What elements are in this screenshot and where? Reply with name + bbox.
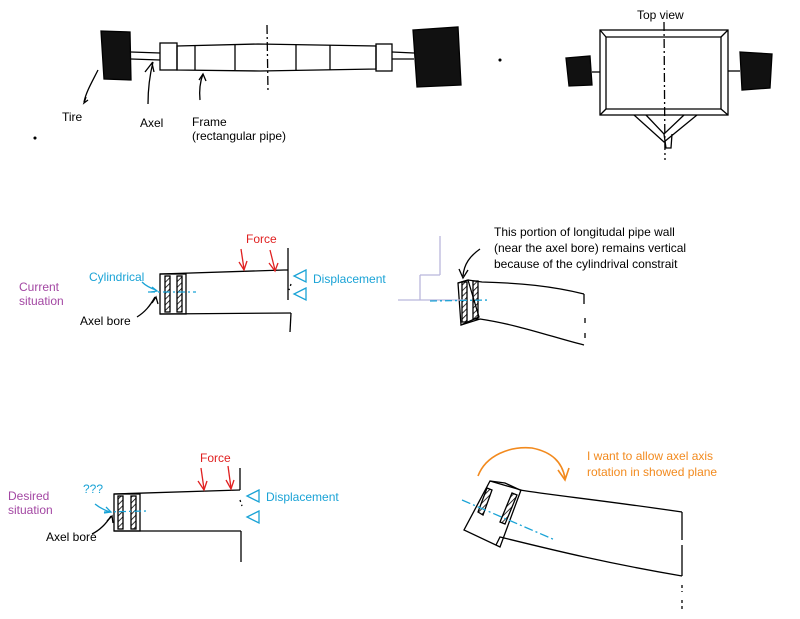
frame-label: Frame (rectangular pipe): [192, 115, 286, 143]
frame-label-line1: Frame: [192, 115, 227, 129]
right-tire: [412, 26, 462, 88]
current-situation-line2: situation: [19, 294, 64, 308]
tire-label: Tire: [62, 110, 83, 124]
desired-situation-sketch: [113, 468, 243, 562]
cylindrical-label: Cylindrical: [89, 270, 145, 284]
top-view-sketch: [565, 21, 773, 161]
desired-displacement-bottom: [245, 509, 260, 525]
desired-deformed-sketch: [463, 480, 683, 610]
displacement-marker-bottom: [292, 286, 307, 302]
current-axis: [141, 268, 307, 302]
frame-label-line2: (rectangular pipe): [192, 129, 287, 143]
rotation-arrow: [477, 446, 570, 482]
right-axel: [391, 51, 415, 60]
rotation-wish-line1: I want to allow axel axis: [587, 449, 714, 463]
lavender-reference: [398, 236, 465, 301]
top-view-right-wheel: [739, 51, 773, 91]
frame-pipe: [176, 43, 377, 72]
current-force-arrows: [238, 248, 279, 273]
rotation-wish-note: I want to allow axel axis rotation in sh…: [587, 448, 717, 480]
displacement-label-desired: Displacement: [266, 490, 339, 504]
left-axel: [130, 51, 161, 61]
axel-bore-label-current: Axel bore: [80, 314, 131, 328]
constraint-note-line1: This portion of longitudal pipe wall: [494, 225, 675, 239]
force-label-current: Force: [246, 232, 277, 246]
desired-situation-label: Desired situation: [8, 489, 53, 517]
top-view-left-wheel: [565, 55, 593, 87]
constraint-note: This portion of longitudal pipe wall (ne…: [494, 224, 686, 272]
unknown-constraint-label: ???: [83, 482, 104, 496]
right-hub: [375, 43, 393, 72]
constraint-note-line2: (near the axel bore) remains vertical: [494, 241, 687, 255]
current-situation-sketch: [159, 248, 292, 333]
constraint-note-line3: because of the cylindrival constrait: [494, 257, 678, 271]
rotation-wish-line2: rotation in showed plane: [587, 465, 718, 479]
left-tire: [100, 30, 132, 81]
axel-label: Axel: [140, 116, 164, 130]
top-view-label: Top view: [637, 8, 684, 22]
current-situation-label: Current situation: [19, 280, 64, 308]
axel-bore-label-desired: Axel bore: [46, 530, 97, 544]
symmetry-axis: [266, 24, 269, 93]
side-view-sketch: [33, 24, 502, 140]
desired-axis: [94, 488, 260, 525]
displacement-marker-top: [292, 268, 307, 284]
desired-situation-line1: Desired: [8, 489, 50, 503]
left-hub: [159, 42, 178, 71]
displacement-label-current: Displacement: [313, 272, 386, 286]
desired-displacement-top: [245, 488, 260, 504]
current-situation-line1: Current: [19, 280, 60, 294]
desired-force-arrows: [197, 465, 235, 492]
drawbar: [633, 114, 698, 143]
desired-situation-line2: situation: [8, 503, 53, 517]
force-label-desired: Force: [200, 451, 231, 465]
